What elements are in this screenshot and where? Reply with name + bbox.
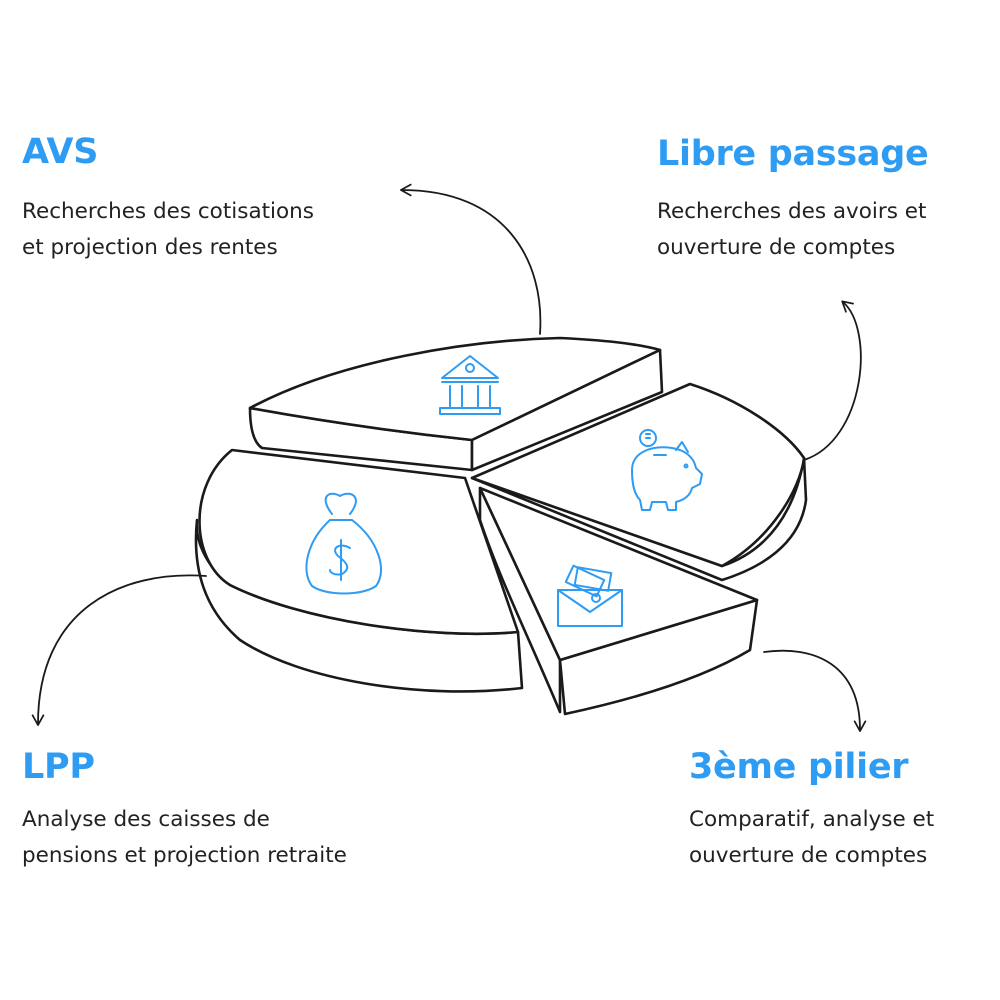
- avs-description-line: et projection des rentes: [22, 235, 278, 260]
- avs-description-line: Recherches des cotisations: [22, 199, 315, 224]
- arrow-to-libre-passage: [803, 300, 862, 461]
- libre-passage-description: Recherches des avoirs et ouverture de co…: [657, 194, 926, 266]
- 3eme-pilier-description: Comparatif, analyse et ouverture de comp…: [689, 802, 934, 874]
- 3eme-pilier-description-line: ouverture de comptes: [689, 843, 928, 868]
- piggy-bank-icon: [631, 429, 703, 511]
- slice-3eme-pilier: [478, 486, 759, 716]
- lpp-title: LPP: [22, 747, 95, 787]
- arrow-to-avs: [400, 183, 542, 335]
- lpp-description-line: Analyse des caisses de: [22, 807, 270, 832]
- arrow-to-lpp: [31, 574, 207, 726]
- libre-passage-description-line: ouverture de comptes: [657, 235, 896, 260]
- avs-title: AVS: [22, 132, 99, 172]
- libre-passage-title: Libre passage: [657, 134, 929, 174]
- avs-description: Recherches des cotisations et projection…: [22, 194, 314, 266]
- lpp-description: Analyse des caisses de pensions et proje…: [22, 802, 347, 874]
- lpp-description-line: pensions et projection retraite: [22, 843, 347, 868]
- arrow-to-3eme-pilier: [763, 649, 867, 732]
- 3eme-pilier-description-line: Comparatif, analyse et: [689, 807, 935, 832]
- libre-passage-description-line: Recherches des avoirs et: [657, 199, 927, 224]
- money-bag-icon: [305, 492, 383, 595]
- slice-libre-passage: [470, 382, 808, 582]
- bank-icon: [439, 355, 501, 415]
- slice-lpp: [194, 448, 524, 693]
- slice-avs: [248, 336, 664, 472]
- envelope-cash-icon: [557, 564, 623, 627]
- 3eme-pilier-title: 3ème pilier: [689, 747, 909, 787]
